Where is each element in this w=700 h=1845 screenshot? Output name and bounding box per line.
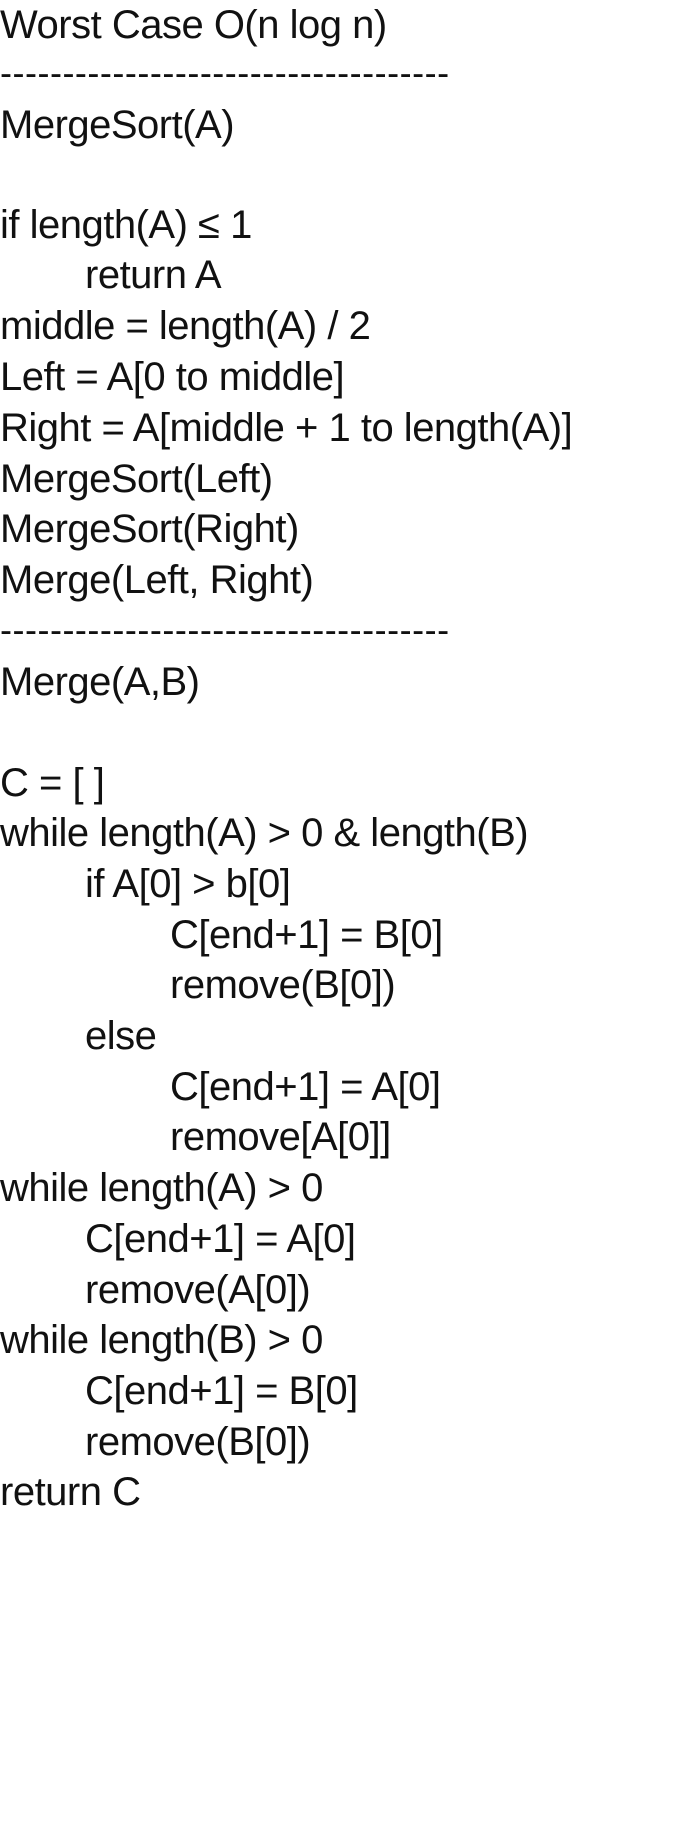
code-line: Right = A[middle + 1 to length(A)] (0, 406, 573, 450)
code-line: if length(A) ≤ 1 (0, 203, 252, 247)
code-line: if A[0] > b[0] (85, 862, 291, 906)
code-line: remove(A[0]) (85, 1268, 311, 1312)
code-line: C[end+1] = B[0] (170, 913, 443, 957)
complexity-title: Worst Case O(n log n) (0, 3, 387, 47)
code-line: remove(B[0]) (85, 1420, 311, 1464)
code-line: remove[A[0]] (170, 1115, 391, 1159)
code-line: middle = length(A) / 2 (0, 304, 371, 348)
code-line: C = [ ] (0, 761, 105, 805)
merge-signature: Merge(A,B) (0, 660, 200, 704)
mergesort-signature: MergeSort(A) (0, 103, 235, 147)
code-line: else (85, 1014, 157, 1058)
code-line: return C (0, 1470, 141, 1514)
code-line: MergeSort(Right) (0, 507, 299, 551)
code-line: Left = A[0 to middle] (0, 355, 345, 399)
separator-line: ------------------------------------ (0, 52, 450, 93)
separator-line: ------------------------------------ (0, 609, 450, 650)
code-line: C[end+1] = A[0] (85, 1217, 356, 1261)
code-line: return A (85, 253, 222, 297)
code-line: C[end+1] = B[0] (85, 1369, 358, 1413)
code-line: while length(B) > 0 (0, 1318, 323, 1362)
code-line: C[end+1] = A[0] (170, 1065, 441, 1109)
code-line: remove(B[0]) (170, 963, 396, 1007)
code-line: while length(A) > 0 (0, 1166, 323, 1210)
code-line: Merge(Left, Right) (0, 558, 314, 602)
code-line: MergeSort(Left) (0, 457, 273, 501)
code-line: while length(A) > 0 & length(B) (0, 811, 529, 855)
